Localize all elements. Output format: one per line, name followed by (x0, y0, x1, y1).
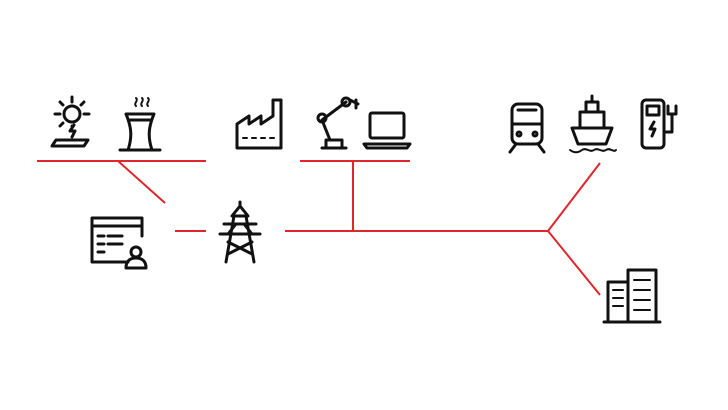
solar-panel-icon (50, 95, 91, 148)
generation-feeder-line (117, 160, 166, 204)
train-icon (508, 102, 546, 154)
grid-lines (37, 160, 601, 296)
robot-arm-icon (316, 96, 360, 150)
factory-icon (235, 98, 283, 150)
ship-icon (569, 94, 617, 154)
office-building-icon (602, 268, 662, 324)
dashboard-user-icon (90, 216, 148, 270)
transmission-tower-icon (218, 200, 262, 264)
laptop-icon (362, 111, 412, 150)
building-feeder-line (547, 230, 601, 296)
ev-charger-icon (640, 98, 678, 150)
power-plant-cooling-tower-icon (118, 97, 162, 152)
mobility-feeder-line (547, 162, 601, 232)
